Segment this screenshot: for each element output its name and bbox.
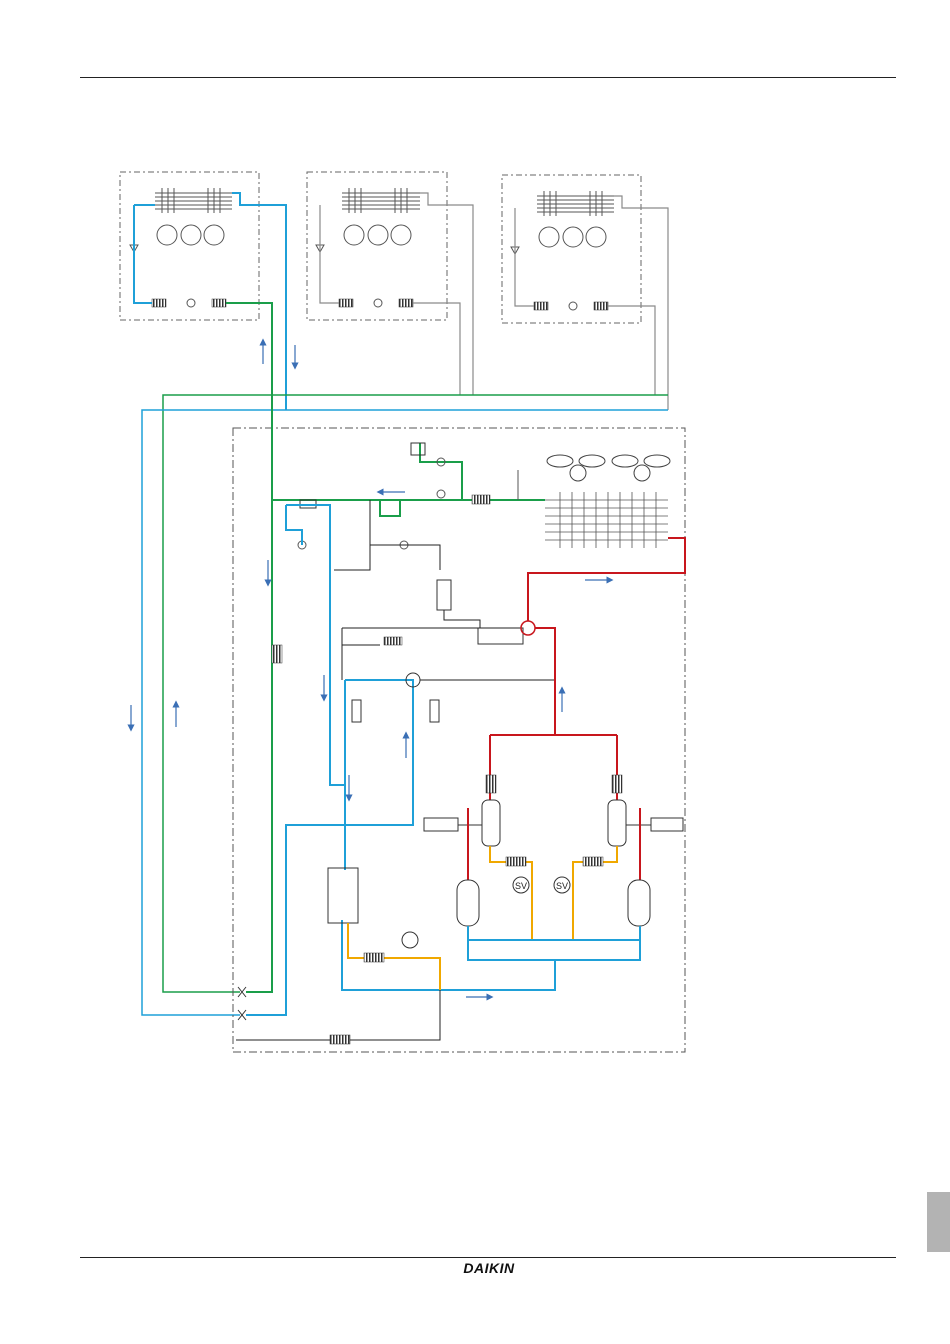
strainer-icon xyxy=(384,637,402,645)
solenoid-valve-left: SV xyxy=(513,877,529,893)
svg-text:SV: SV xyxy=(556,881,568,891)
suction-line xyxy=(468,926,640,960)
daikin-logo: DAIKIN xyxy=(456,1259,522,1277)
strainer-icon xyxy=(339,299,353,307)
indoor-liquid-pipe-1 xyxy=(226,303,272,395)
compressor-left xyxy=(457,880,479,926)
expansion-valve-1 xyxy=(152,299,226,307)
strainer-icon xyxy=(594,302,608,310)
strainer-icon xyxy=(364,953,384,962)
expansion-valve-icon xyxy=(569,302,577,310)
indoor-unit-3-border xyxy=(502,175,641,323)
indoor-pipe-3-liquid xyxy=(608,306,655,395)
strainer-icon xyxy=(330,1035,350,1044)
oil-separator-right xyxy=(608,800,626,846)
svg-text:SV: SV xyxy=(515,881,527,891)
outdoor-fan-right xyxy=(612,455,670,481)
indoor-fan-1 xyxy=(157,225,224,245)
four-way-valve-body xyxy=(478,628,523,644)
strainer-icon xyxy=(212,299,226,307)
pressure-sensor-icon xyxy=(437,580,451,610)
strainer-icon xyxy=(534,302,548,310)
sensor-icon xyxy=(352,700,361,722)
indoor-unit-1 xyxy=(120,172,259,320)
page-side-tab xyxy=(927,1192,950,1252)
strainer-icon xyxy=(506,857,526,866)
indoor-unit-2 xyxy=(307,172,447,320)
outdoor-fan-left xyxy=(547,455,605,481)
compressor-right xyxy=(628,880,650,926)
strainer-icon xyxy=(152,299,166,307)
strainer-icon xyxy=(399,299,413,307)
outdoor-expansion-valves xyxy=(298,458,445,549)
strainer-icon xyxy=(486,775,496,793)
strainer-icon xyxy=(472,495,490,504)
indoor-unit-2-border xyxy=(307,172,447,320)
footer-rule xyxy=(80,1257,896,1258)
oil-injection-line xyxy=(348,923,440,990)
expansion-valve-icon xyxy=(374,299,382,307)
indoor-unit-1-border xyxy=(120,172,259,320)
expansion-valve-icon xyxy=(187,299,195,307)
sensor-box-right xyxy=(651,818,683,831)
indoor-gas-pipe-1b xyxy=(134,205,152,303)
strainer-icon xyxy=(583,857,603,866)
outdoor-gas-line xyxy=(286,505,345,785)
indoor-fan-3 xyxy=(539,227,606,247)
strainer-icon xyxy=(272,645,282,663)
outdoor-heat-exchanger xyxy=(545,492,668,548)
accumulator xyxy=(328,868,358,923)
sensor-box-left xyxy=(424,818,458,831)
sensor-icon xyxy=(430,700,439,722)
indoor-heat-exchanger-2 xyxy=(342,188,420,213)
liquid-receiver-line xyxy=(420,443,462,500)
main-liquid-line xyxy=(163,395,668,992)
indoor-heat-exchanger-1 xyxy=(155,188,232,213)
indoor-unit-3 xyxy=(502,175,641,323)
solenoid-valve-right: SV xyxy=(554,877,570,893)
strainer-icon xyxy=(612,775,622,793)
receiver-icon xyxy=(411,443,425,455)
discharge-line xyxy=(535,628,555,735)
indoor-heat-exchanger-3 xyxy=(537,191,614,216)
pump-icon xyxy=(402,932,418,948)
indoor-fan-2 xyxy=(344,225,411,245)
oil-separator-left xyxy=(482,800,500,846)
indoor-pipe-2-liquid xyxy=(413,303,460,395)
